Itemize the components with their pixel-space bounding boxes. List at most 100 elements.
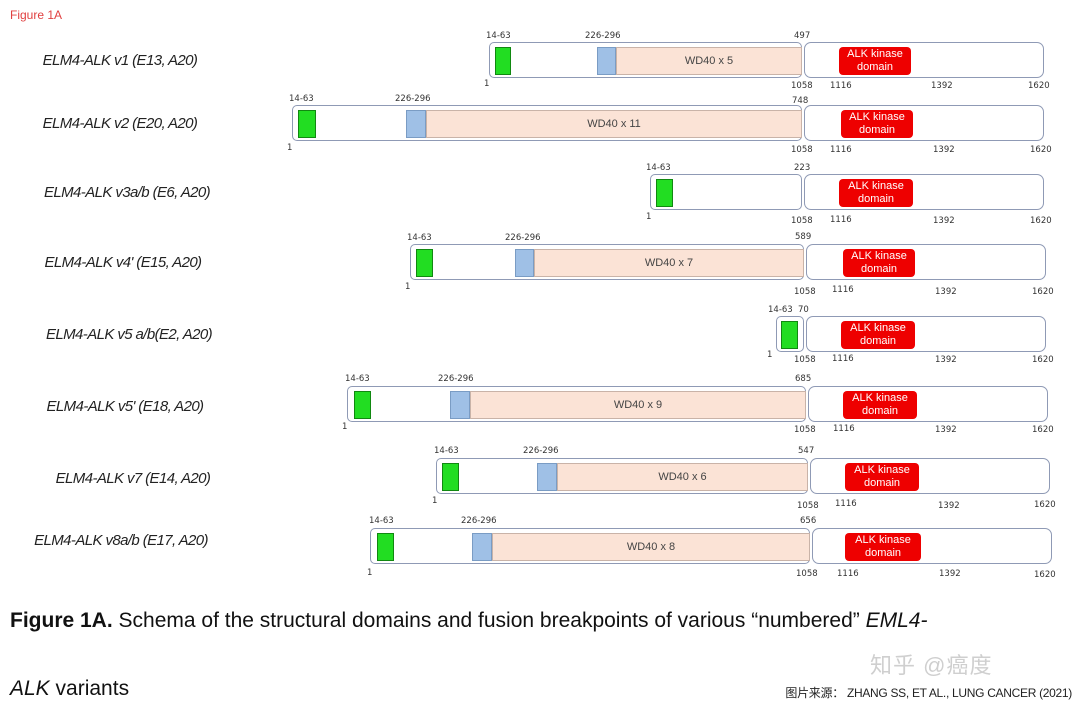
variant-row-v5ab: ELM4-ALK v5 a/b(E2, A20) ALK kinase doma… bbox=[0, 304, 1080, 365]
tick-coil2: 226-296 bbox=[505, 233, 541, 243]
alk-kinase-domain: ALK kinase domain bbox=[843, 391, 917, 419]
eml4-region: WD40 x 9 bbox=[347, 386, 806, 422]
variant-row-v8ab: ELM4-ALK v8a/b (E17, A20) WD40 x 8 ALK k… bbox=[0, 514, 1080, 580]
basic-region-domain bbox=[472, 533, 492, 561]
wd40-domain: WD40 x 5 bbox=[616, 47, 802, 75]
caption-gene-part1: EML4- bbox=[865, 609, 928, 632]
variant-row-v4: ELM4-ALK v4' (E15, A20) WD40 x 7 ALK kin… bbox=[0, 232, 1080, 297]
alk-kinase-domain: ALK kinase domain bbox=[839, 179, 913, 207]
alk-region: ALK kinase domain bbox=[806, 316, 1046, 352]
figure-caption: Figure 1A. Schema of the structural doma… bbox=[10, 604, 1070, 700]
tick-1620: 1620 bbox=[1034, 570, 1056, 580]
tick-1116: 1116 bbox=[837, 569, 859, 579]
caption-line2: ALK variants bbox=[10, 672, 129, 706]
tick-1392: 1392 bbox=[935, 355, 957, 365]
eml4-region: WD40 x 6 bbox=[436, 458, 808, 494]
caption-prefix: Figure 1A. bbox=[10, 609, 113, 632]
coiled-coil-domain bbox=[354, 391, 371, 419]
tick-1116: 1116 bbox=[832, 285, 854, 295]
wd40-domain: WD40 x 8 bbox=[492, 533, 810, 561]
caption-gene-part2: ALK bbox=[10, 677, 50, 700]
variant-label: ELM4-ALK v8a/b (E17, A20) bbox=[34, 532, 208, 549]
eml4-region: WD40 x 7 bbox=[410, 244, 804, 280]
alk-kinase-domain: ALK kinase domain bbox=[845, 533, 921, 561]
tick-1620: 1620 bbox=[1032, 425, 1054, 435]
coiled-coil-domain bbox=[656, 179, 673, 207]
tick-start: 1 bbox=[767, 350, 773, 360]
tick-1116: 1116 bbox=[830, 145, 852, 155]
alk-kinase-domain: ALK kinase domain bbox=[839, 47, 911, 75]
tick-coil: 14-63 bbox=[345, 374, 370, 384]
basic-region-domain bbox=[406, 110, 426, 138]
tick-1620: 1620 bbox=[1034, 500, 1056, 510]
tick-breakpoint: 223 bbox=[794, 163, 811, 173]
tick-1392: 1392 bbox=[933, 145, 955, 155]
variant-row-v2: ELM4-ALK v2 (E20, A20) WD40 x 11 ALK kin… bbox=[0, 93, 1080, 155]
eml4-region bbox=[650, 174, 802, 210]
tick-1392: 1392 bbox=[935, 287, 957, 297]
coiled-coil-domain bbox=[495, 47, 511, 75]
tick-1392: 1392 bbox=[938, 501, 960, 511]
tick-start: 1 bbox=[432, 496, 438, 506]
tick-1116: 1116 bbox=[832, 354, 854, 364]
tick-coil: 14-63 bbox=[369, 516, 394, 526]
alk-kinase-domain: ALK kinase domain bbox=[843, 249, 915, 277]
tick-coil: 14-63 bbox=[289, 94, 314, 104]
tick-start: 1 bbox=[287, 143, 293, 153]
tick-coil: 14-63 bbox=[407, 233, 432, 243]
tick-breakpoint: 497 bbox=[794, 31, 811, 41]
alk-region: ALK kinase domain bbox=[804, 174, 1044, 210]
tick-1620: 1620 bbox=[1032, 355, 1054, 365]
tick-start: 1 bbox=[405, 282, 411, 292]
tick-1392: 1392 bbox=[935, 425, 957, 435]
tick-breakpoint: 748 bbox=[792, 96, 809, 106]
tick-coil2: 226-296 bbox=[438, 374, 474, 384]
tick-1058: 1058 bbox=[791, 81, 813, 91]
coiled-coil-domain bbox=[416, 249, 433, 277]
tick-breakpoint: 70 bbox=[798, 305, 809, 315]
tick-coil2: 226-296 bbox=[585, 31, 621, 41]
wd40-domain: WD40 x 9 bbox=[470, 391, 806, 419]
tick-breakpoint: 685 bbox=[795, 374, 812, 384]
alk-region: ALK kinase domain bbox=[806, 244, 1046, 280]
tick-1058: 1058 bbox=[791, 145, 813, 155]
tick-coil: 14-63 bbox=[486, 31, 511, 41]
tick-1058: 1058 bbox=[797, 501, 819, 511]
wd40-domain: WD40 x 6 bbox=[557, 463, 808, 491]
tick-coil2: 226-296 bbox=[395, 94, 431, 104]
variant-label: ELM4-ALK v5 a/b(E2, A20) bbox=[46, 326, 213, 343]
variant-row-v3ab: ELM4-ALK v3a/b (E6, A20) ALK kinase doma… bbox=[0, 162, 1080, 226]
tick-coil2: 226-296 bbox=[461, 516, 497, 526]
tick-1058: 1058 bbox=[794, 355, 816, 365]
tick-breakpoint: 656 bbox=[800, 516, 817, 526]
variant-label: ELM4-ALK v7 (E14, A20) bbox=[55, 470, 211, 487]
tick-start: 1 bbox=[646, 212, 652, 222]
tick-1116: 1116 bbox=[830, 215, 852, 225]
tick-1392: 1392 bbox=[931, 81, 953, 91]
variant-row-v1: ELM4-ALK v1 (E13, A20) WD40 x 5 ALK kina… bbox=[0, 30, 1080, 91]
coiled-coil-domain bbox=[298, 110, 316, 138]
tick-1058: 1058 bbox=[796, 569, 818, 579]
tick-start: 1 bbox=[484, 79, 490, 89]
figure-label: Figure 1A bbox=[10, 8, 63, 22]
coiled-coil-domain bbox=[442, 463, 459, 491]
tick-1116: 1116 bbox=[835, 499, 857, 509]
variant-label: ELM4-ALK v2 (E20, A20) bbox=[42, 115, 198, 132]
variant-label: ELM4-ALK v1 (E13, A20) bbox=[42, 52, 198, 69]
caption-text: Schema of the structural domains and fus… bbox=[112, 609, 866, 632]
alk-region: ALK kinase domain bbox=[812, 528, 1052, 564]
alk-kinase-domain: ALK kinase domain bbox=[841, 321, 915, 349]
eml4-region: WD40 x 11 bbox=[292, 105, 802, 141]
alk-kinase-domain: ALK kinase domain bbox=[845, 463, 919, 491]
tick-1620: 1620 bbox=[1030, 145, 1052, 155]
basic-region-domain bbox=[450, 391, 470, 419]
tick-1116: 1116 bbox=[830, 81, 852, 91]
tick-1058: 1058 bbox=[794, 287, 816, 297]
tick-breakpoint: 547 bbox=[798, 446, 815, 456]
image-source-credit: 图片来源： ZHANG SS, ET AL., LUNG CANCER (202… bbox=[785, 686, 1072, 700]
basic-region-domain bbox=[515, 249, 534, 277]
basic-region-domain bbox=[597, 47, 616, 75]
wd40-domain: WD40 x 11 bbox=[426, 110, 802, 138]
coiled-coil-domain bbox=[781, 321, 798, 349]
tick-coil2: 226-296 bbox=[523, 446, 559, 456]
